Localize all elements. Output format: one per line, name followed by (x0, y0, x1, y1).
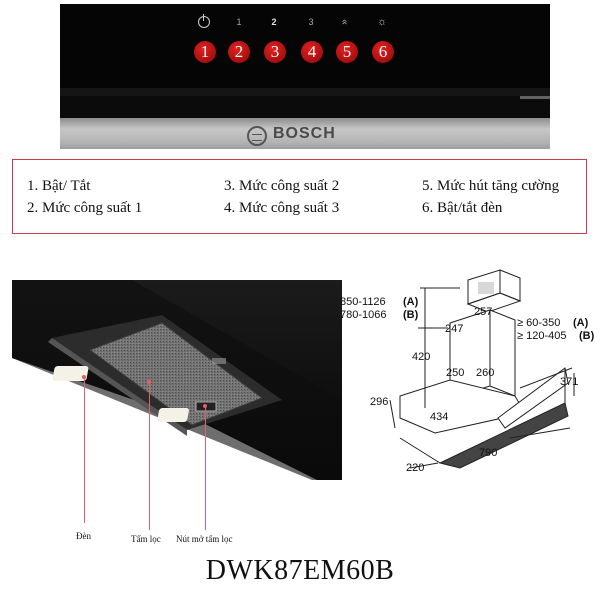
dim-434: 434 (430, 411, 448, 423)
badge-4: 4 (301, 41, 323, 63)
legend-item-3: 3. Mức công suất 2 (224, 178, 340, 194)
dim-height-a: 850-1126 (340, 296, 386, 308)
steel-trim: BOSCH (60, 118, 550, 149)
dim-260: 260 (476, 367, 494, 379)
dim-height-a-tag: (A) (403, 296, 419, 308)
dim-chimney-width: 247 (445, 323, 463, 335)
legend-item-4: 4. Mức công suất 3 (224, 200, 340, 216)
dim-height-b-tag: (B) (403, 309, 419, 321)
badge-5: 5 (336, 41, 358, 63)
dim-range-b: ≥ 120-405 (517, 330, 566, 342)
power-icon[interactable] (198, 14, 210, 28)
level-1-icon[interactable]: 1 (236, 17, 242, 27)
label-filter: Tấm lọc (131, 534, 161, 544)
dim-371: 371 (560, 376, 578, 388)
dim-range-a: ≥ 60-350 (517, 317, 560, 329)
legend-box: 1. Bật/ Tắt 2. Mức công suất 1 3. Mức cô… (12, 159, 587, 234)
badge-3: 3 (264, 41, 286, 63)
legend-item-6: 6. Bật/tắt đèn (422, 200, 503, 216)
hinge (212, 358, 226, 364)
led-strip (520, 96, 550, 99)
brand-name: BOSCH (273, 125, 336, 142)
leader-line-button (205, 406, 206, 530)
dim-420: 420 (412, 351, 430, 363)
legend-item-2: 2. Mức công suất 1 (27, 200, 143, 216)
dim-250: 250 (446, 367, 464, 379)
lamp-right (157, 408, 189, 422)
control-panel: 1 2 3 » ☼ 1 2 3 4 5 6 BOSCH (60, 4, 550, 149)
badge-1: 1 (194, 41, 216, 63)
dim-range-b-tag: (B) (579, 330, 595, 342)
badge-2: 2 (228, 41, 250, 63)
lamp-left (52, 366, 89, 381)
label-filter-button: Nút mở tấm lọc (176, 534, 233, 544)
badge-6: 6 (372, 41, 394, 63)
dimension-drawing: 850-1126 (A) 780-1066 (B) 247 257 ≥ 60-3… (340, 268, 595, 478)
label-light: Đèn (76, 531, 91, 541)
panel-lower-glass (60, 96, 550, 118)
hood-underside-drawing (12, 280, 342, 480)
legend-item-1: 1. Bật/ Tắt (27, 178, 91, 194)
dim-height-b: 780-1066 (340, 309, 387, 321)
bosch-logo-icon (247, 126, 267, 146)
legend-item-5: 5. Mức hút tăng cường (422, 178, 560, 194)
hood-photo (12, 280, 342, 480)
filter-mesh (88, 322, 264, 426)
panel-divider (60, 88, 550, 96)
level-3-icon[interactable]: 3 (308, 17, 314, 27)
dim-790: 790 (479, 447, 497, 459)
boost-icon[interactable]: » (339, 19, 350, 25)
outline-lines (389, 269, 575, 469)
level-2-icon[interactable]: 2 (271, 17, 277, 27)
dim-chimney-depth: 257 (474, 306, 492, 318)
frame-edge (48, 338, 187, 436)
dim-296: 296 (370, 396, 388, 408)
leader-line-light (84, 377, 85, 523)
dim-220: 220 (406, 462, 424, 474)
dim-range-a-tag: (A) (573, 317, 589, 329)
leader-line-filter (149, 382, 150, 530)
model-number: DWK87EM60B (205, 555, 395, 586)
light-bulb-icon[interactable]: ☼ (376, 16, 388, 28)
dimension-diagram: 850-1126 (A) 780-1066 (B) 247 257 ≥ 60-3… (340, 269, 595, 474)
